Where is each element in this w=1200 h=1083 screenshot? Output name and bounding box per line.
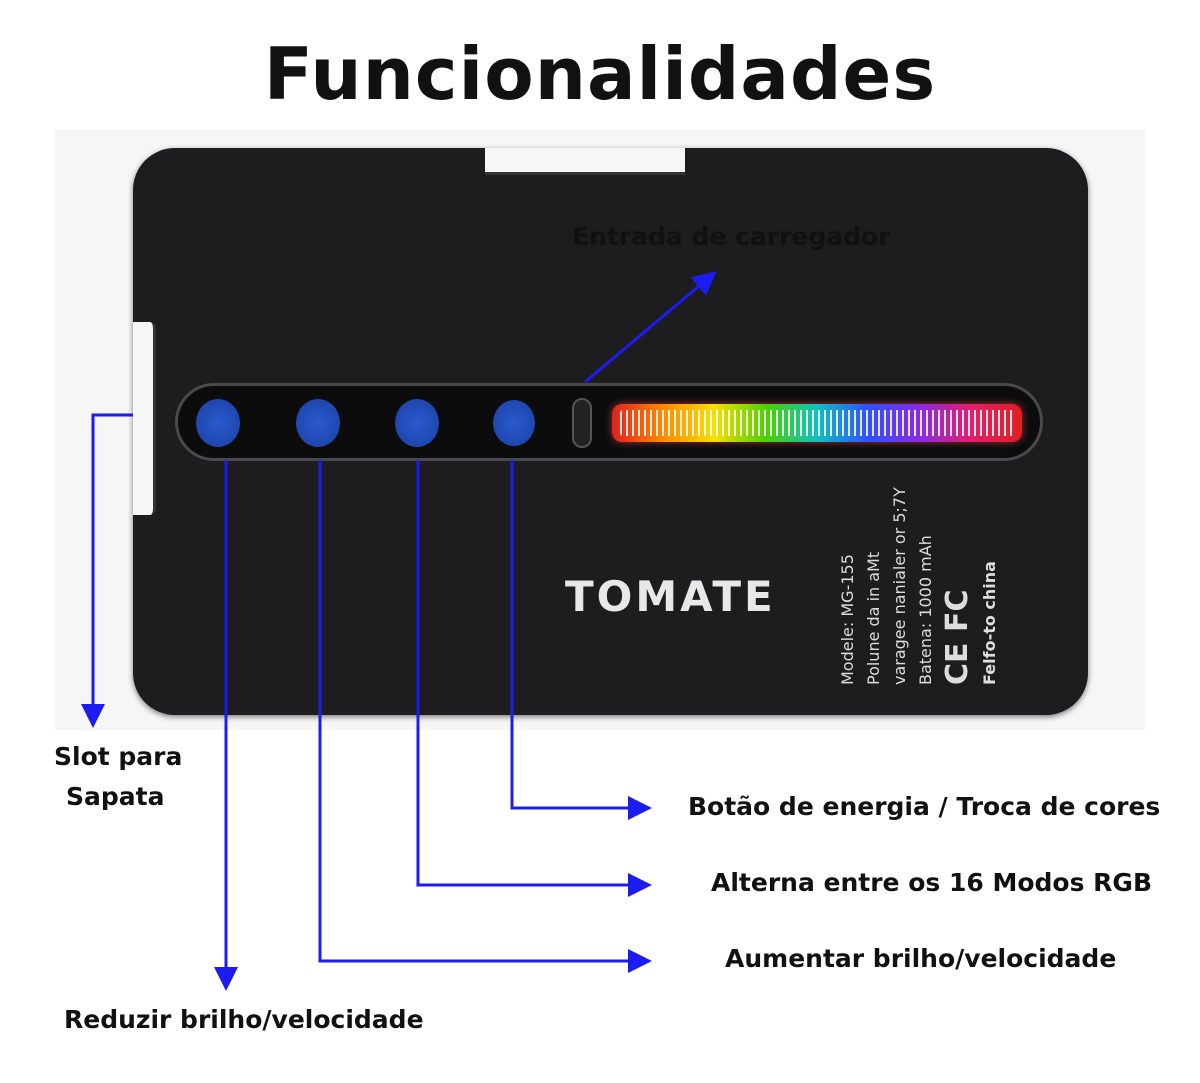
rgb-led-strip [612, 404, 1022, 442]
slot-label-line2: Sapata [66, 782, 165, 811]
decrease-label: Reduzir brilho/velocidade [64, 1005, 424, 1034]
mode-button[interactable] [395, 399, 439, 447]
usb-port [572, 398, 592, 448]
modes-label: Alterna entre os 16 Modos RGB [711, 868, 1153, 897]
charger-label: Entrada de carregador [572, 222, 891, 251]
charger-arrow [584, 271, 717, 384]
increase-arrow [318, 460, 652, 973]
power-arrow [510, 460, 652, 820]
mode-arrow [416, 460, 652, 897]
power-label: Botão de energia / Troca de cores [688, 792, 1161, 821]
charger-notch [485, 148, 685, 175]
brand-logo: TOMATE [565, 572, 776, 621]
slot-arrow [81, 413, 133, 728]
power-button[interactable] [493, 400, 535, 446]
slot-label-line1: Slot para [54, 742, 183, 771]
decrease-button[interactable] [196, 399, 240, 447]
page-title: Funcionalidades [263, 32, 937, 116]
increase-label: Aumentar brilho/velocidade [725, 944, 1117, 973]
increase-button[interactable] [296, 399, 340, 447]
shoe-slot [133, 322, 156, 515]
